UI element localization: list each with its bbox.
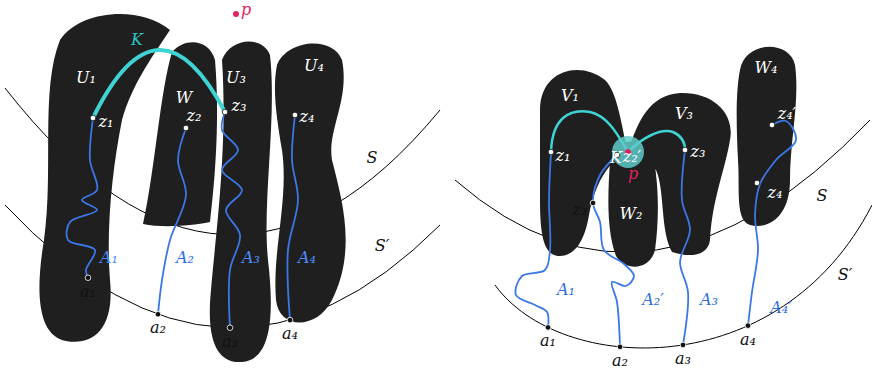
region-label: U₃: [226, 70, 246, 86]
point-label: z₄: [300, 109, 315, 125]
arc-a: [748, 121, 796, 326]
point-label: z₂: [187, 108, 202, 124]
arc-a: [158, 128, 186, 314]
region-label: V₃: [675, 106, 693, 122]
arc-label: A₄′: [770, 300, 792, 316]
arc-label: A₁: [100, 250, 118, 266]
marked-point: [545, 325, 551, 331]
endpoint-label: a₃: [222, 334, 238, 350]
marked-point: [590, 200, 596, 206]
region-label: W₄: [755, 60, 778, 76]
set-label: K: [610, 150, 622, 166]
region-label: U₄: [304, 58, 324, 74]
region-label: U₁: [76, 70, 96, 86]
region-u1: [39, 14, 170, 342]
endpoint-label: a₁: [80, 284, 96, 300]
arc-label: A₄: [298, 250, 316, 266]
arc-a: [222, 112, 242, 328]
marked-point: [745, 323, 751, 329]
point-label: z₂: [573, 202, 588, 218]
marked-point: [680, 342, 686, 348]
circle-label: S: [817, 188, 828, 204]
arc-label: A₃: [700, 292, 718, 308]
arc-label: A₂: [176, 250, 194, 266]
endpoint-label: a₄: [740, 332, 756, 348]
endpoint-label: a₁: [540, 333, 556, 349]
marked-point: [227, 325, 233, 331]
marked-point: [617, 344, 623, 350]
circle-label: S′: [838, 267, 853, 283]
arc-a: [680, 150, 690, 345]
marked-point: [222, 109, 228, 115]
arc-a: [515, 152, 551, 327]
arc-k: [93, 50, 225, 118]
point-label: p: [241, 2, 251, 18]
region-u4: [275, 44, 346, 323]
endpoint-label: a₃: [675, 351, 691, 367]
point-label: z₃: [232, 98, 247, 114]
point-label: z₂′: [623, 149, 641, 165]
circle-label: S′: [375, 238, 390, 254]
point-p: [233, 11, 239, 17]
endpoint-label: a₂: [150, 320, 166, 336]
point-label: z₁: [99, 114, 114, 130]
endpoint-label: a₂: [612, 353, 628, 369]
marked-point: [90, 115, 96, 121]
point-label: z₄: [768, 185, 783, 201]
arc-a: [593, 155, 634, 347]
marked-point: [682, 147, 688, 153]
arc-a: [66, 118, 97, 278]
point-label: z₄′: [778, 106, 796, 122]
region-w: [143, 42, 217, 226]
region-w2: [608, 141, 658, 266]
marked-point: [548, 149, 554, 155]
marked-point: [85, 275, 91, 281]
region-label: W: [176, 90, 192, 106]
region-w4: [737, 47, 797, 226]
arc-label: A₃: [242, 250, 260, 266]
point-label: z₁: [556, 148, 571, 164]
marked-point: [287, 317, 293, 323]
marked-point: [769, 122, 775, 128]
arc-a: [288, 115, 298, 320]
point-label: p: [628, 166, 638, 182]
arc-label: A₂′: [642, 292, 664, 308]
endpoint-label: a₄: [282, 326, 298, 342]
arc-label: A₁: [557, 282, 575, 298]
marked-point: [754, 180, 760, 186]
region-u3: [210, 42, 272, 362]
region-label: W₂: [620, 206, 643, 222]
region-label: V₁: [561, 88, 579, 104]
marked-point: [292, 112, 298, 118]
marked-point: [183, 125, 189, 131]
circle-label: S: [367, 150, 378, 166]
marked-point: [155, 311, 161, 317]
point-label: z₃: [691, 144, 706, 160]
set-label: K: [131, 32, 143, 48]
